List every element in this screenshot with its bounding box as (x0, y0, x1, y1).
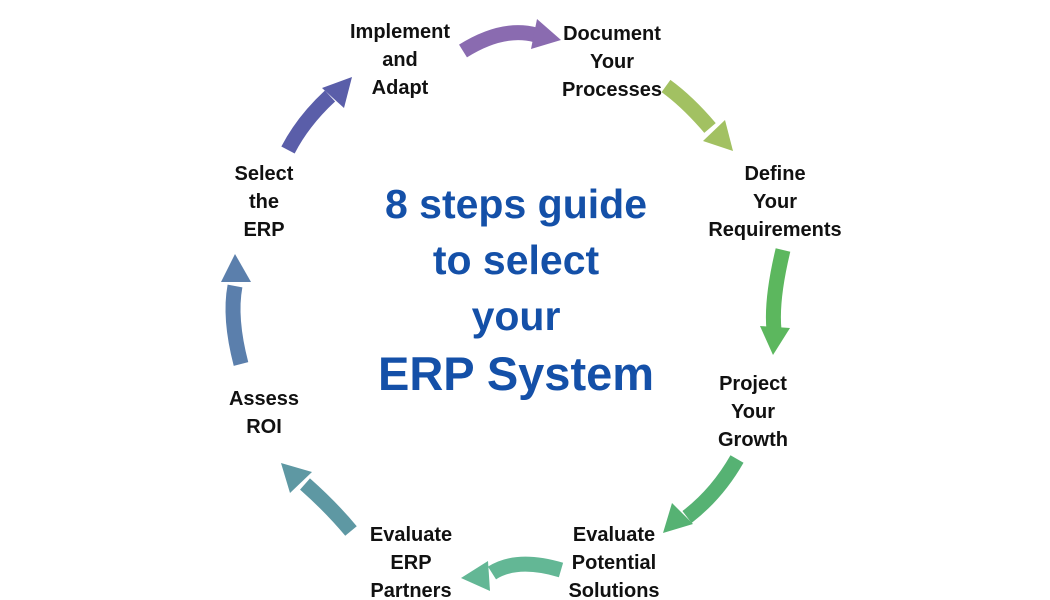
step-label-implement-and-adapt: Implement and Adapt (350, 18, 450, 102)
step-label-assess-roi: Assess ROI (229, 385, 299, 441)
title-line-2: to select (432, 237, 600, 283)
step-label-line: Your (730, 401, 776, 423)
title-line-1: 8 steps guide (384, 181, 647, 227)
step-label-line: Adapt (371, 77, 429, 99)
arrow-select-to-implement-icon (281, 77, 352, 154)
arrow-implement-to-document-icon (459, 19, 561, 58)
step-label-evaluate-erp-partners: Evaluate ERP Partners (370, 521, 452, 600)
arrow-document-to-define-icon (661, 79, 733, 151)
diagram-title: 8 steps guide to select your ERP System (378, 176, 654, 404)
step-label-line: Your (589, 51, 635, 73)
step-label-line: Your (752, 191, 798, 213)
step-label-line: Evaluate (369, 524, 453, 546)
step-label-line: Processes (561, 79, 663, 101)
title-line-3: your (471, 293, 561, 339)
step-label-line: ERP (243, 219, 285, 241)
step-label-line: Document (563, 23, 661, 45)
step-label-line: Partners (370, 580, 452, 600)
step-label-line: ERP (390, 552, 432, 574)
step-label-line: Select (234, 163, 294, 185)
step-label-line: Potential (571, 552, 657, 574)
arrow-solutions-to-partners-icon (461, 556, 564, 591)
title-line-4: ERP System (377, 347, 655, 400)
step-label-define-your-requirements: Define Your Requirements (708, 160, 841, 244)
arrow-define-to-project-icon (760, 248, 791, 355)
step-label-line: Project (719, 373, 787, 395)
step-label-line: ROI (246, 416, 282, 438)
step-label-line: Implement (349, 21, 451, 43)
step-label-line: Define (744, 163, 806, 185)
step-label-line: Assess (228, 388, 300, 410)
step-label-line: the (249, 191, 279, 213)
step-label-project-your-growth: Project Your Growth (718, 370, 788, 454)
step-label-line: Solutions (568, 580, 660, 600)
step-label-document-your-processes: Document Your Processes (562, 20, 662, 104)
step-label-line: Evaluate (572, 524, 656, 546)
step-label-line: Requirements (708, 219, 842, 241)
step-label-line: and (382, 49, 418, 71)
step-label-select-the-erp: Select the ERP (235, 160, 294, 244)
arrow-partners-to-assess-icon (281, 463, 357, 536)
step-label-line: Growth (718, 429, 788, 451)
arrow-project-to-solutions-icon (663, 455, 744, 533)
step-label-evaluate-potential-solutions: Evaluate Potential Solutions (568, 521, 659, 600)
arrow-assess-to-select-icon (221, 254, 251, 366)
